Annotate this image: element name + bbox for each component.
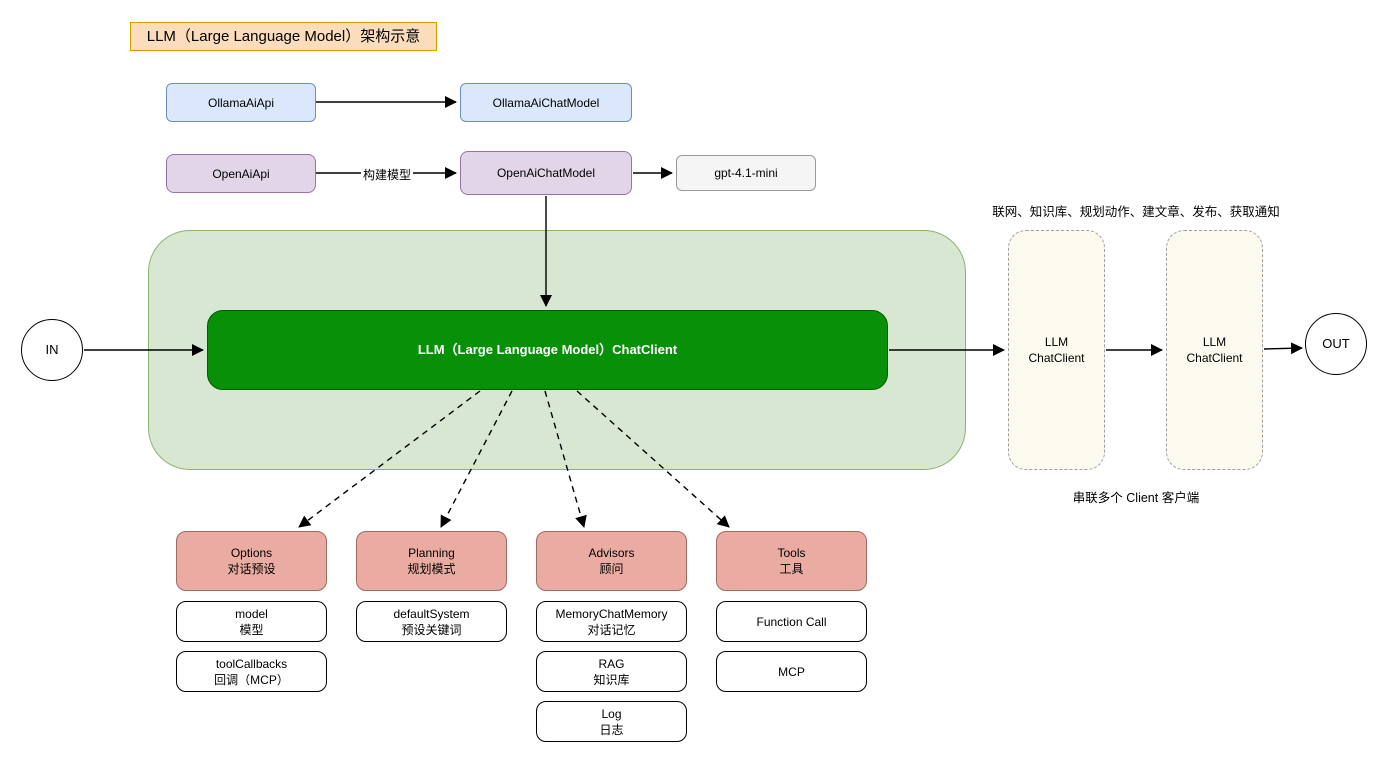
node-openai-api: OpenAiApi (166, 154, 316, 193)
node-out-label: OUT (1322, 336, 1350, 351)
item-mcp: MCP (716, 651, 867, 692)
node-gpt-model: gpt-4.1-mini (676, 155, 816, 191)
node-openai-api-label: OpenAiApi (212, 166, 270, 181)
item-function-call: Function Call (716, 601, 867, 642)
category-tools-zh: 工具 (779, 562, 804, 576)
category-options: Options 对话预设 (176, 531, 327, 591)
item-rag: RAG 知识库 (536, 651, 687, 692)
category-tools: Tools 工具 (716, 531, 867, 591)
node-llm-chat-client-2-line2: ChatClient (1186, 351, 1243, 365)
node-ollama-chat-model: OllamaAiChatModel (460, 83, 632, 122)
client-chain-bottom-caption: 串联多个 Client 客户端 (1072, 491, 1200, 505)
item-memory-chat-memory-en: MemoryChatMemory (555, 606, 668, 621)
category-tools-en: Tools (777, 546, 806, 560)
category-advisors-en: Advisors (588, 546, 635, 560)
item-tool-callbacks-en: toolCallbacks (215, 656, 288, 671)
node-ollama-api: OllamaAiApi (166, 83, 316, 122)
diagram-title-label: LLM（Large Language Model）架构示意 (146, 28, 421, 45)
category-advisors-zh: 顾问 (599, 562, 624, 576)
item-memory-chat-memory-zh: 对话记忆 (587, 622, 636, 637)
item-model: model 模型 (176, 601, 327, 642)
diagram-title: LLM（Large Language Model）架构示意 (130, 22, 437, 51)
node-ollama-chat-model-label: OllamaAiChatModel (492, 95, 600, 110)
node-gpt-model-label: gpt-4.1-mini (714, 166, 778, 180)
item-default-system: defaultSystem 预设关键词 (356, 601, 507, 642)
item-rag-en: RAG (598, 656, 625, 671)
category-planning-en: Planning (408, 546, 455, 560)
item-model-zh: 模型 (239, 622, 264, 637)
category-advisors: Advisors 顾问 (536, 531, 687, 591)
item-model-en: model (235, 606, 268, 621)
node-llm-chat-client-2: LLM ChatClient (1166, 230, 1263, 470)
category-options-zh: 对话预设 (227, 562, 276, 576)
item-log-en: Log (601, 706, 622, 721)
client-chain-top-caption: 联网、知识库、规划动作、建文章、发布、获取通知 (992, 205, 1280, 219)
item-default-system-zh: 预设关键词 (401, 622, 462, 637)
node-in-label: IN (45, 342, 59, 357)
category-planning-zh: 规划模式 (407, 562, 456, 576)
node-chat-client-main-label: LLM（Large Language Model）ChatClient (417, 342, 678, 357)
node-openai-chat-model-label: OpenAiChatModel (496, 166, 596, 180)
category-planning: Planning 规划模式 (356, 531, 507, 591)
node-llm-chat-client-1-line2: ChatClient (1028, 351, 1085, 365)
item-mcp-en: MCP (778, 664, 805, 679)
node-llm-chat-client-1: LLM ChatClient (1008, 230, 1105, 470)
item-rag-zh: 知识库 (593, 672, 630, 687)
item-log-zh: 日志 (599, 722, 624, 737)
category-options-en: Options (230, 546, 273, 560)
node-ollama-api-label: OllamaAiApi (207, 95, 275, 110)
node-llm-chat-client-2-line1: LLM (1202, 335, 1227, 349)
item-function-call-en: Function Call (756, 614, 827, 629)
item-tool-callbacks: toolCallbacks 回调（MCP） (176, 651, 327, 692)
node-out: OUT (1305, 313, 1367, 375)
node-llm-chat-client-1-line1: LLM (1044, 335, 1069, 349)
item-default-system-en: defaultSystem (393, 606, 470, 621)
node-in: IN (21, 319, 83, 381)
node-chat-client-main: LLM（Large Language Model）ChatClient (207, 310, 888, 390)
item-tool-callbacks-zh: 回调（MCP） (214, 672, 289, 687)
item-log: Log 日志 (536, 701, 687, 742)
node-openai-chat-model: OpenAiChatModel (460, 151, 632, 195)
edge-label-build-model: 构建模型 (361, 166, 414, 183)
item-memory-chat-memory: MemoryChatMemory 对话记忆 (536, 601, 687, 642)
